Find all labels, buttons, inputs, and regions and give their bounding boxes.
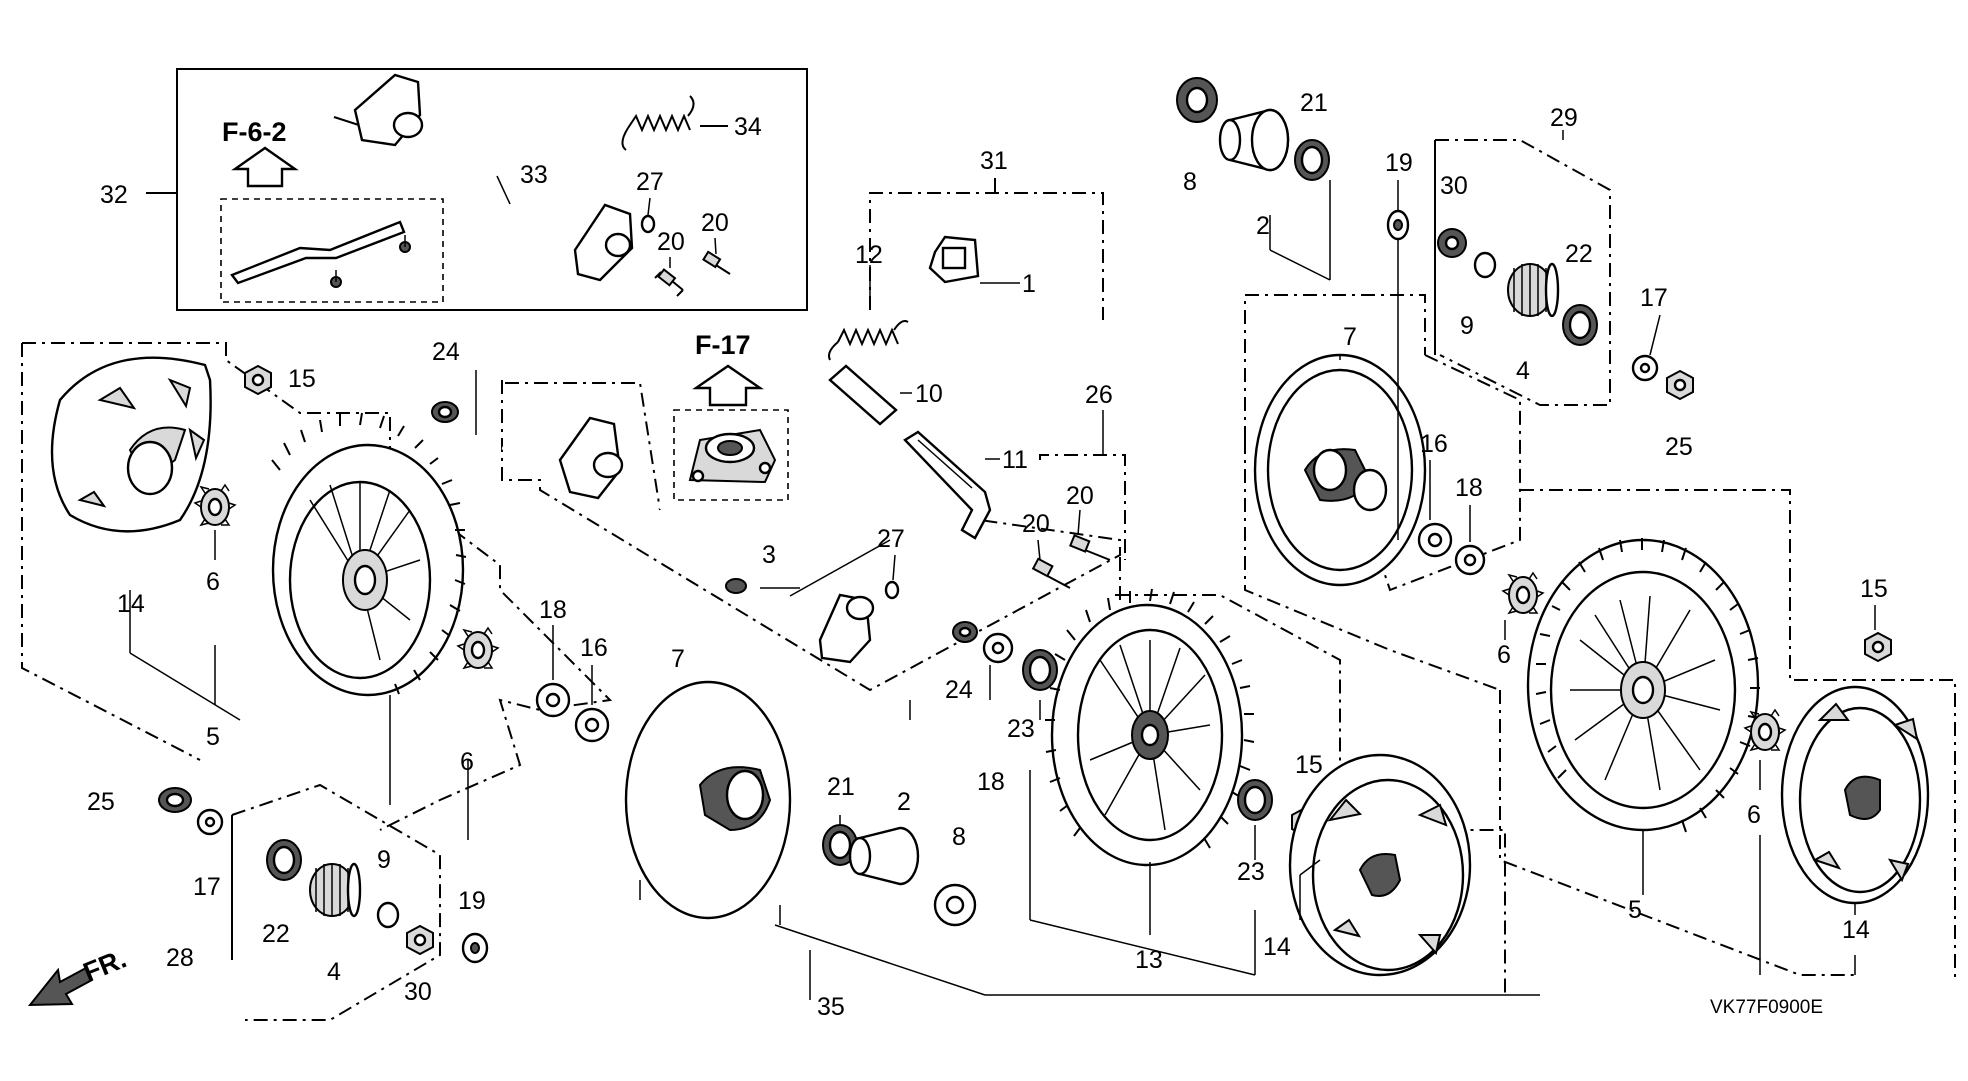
callout-20[interactable]: 20 <box>701 209 729 237</box>
assembly-box-32 <box>146 68 808 311</box>
callout-22[interactable]: 22 <box>1565 240 1593 268</box>
front-direction-arrow <box>27 966 94 1007</box>
callout-15[interactable]: 15 <box>1295 751 1323 779</box>
callout-18[interactable]: 18 <box>977 768 1005 796</box>
callout-20[interactable]: 20 <box>657 228 685 256</box>
callout-18[interactable]: 18 <box>539 596 567 624</box>
callout-11[interactable]: 11 <box>1002 446 1028 474</box>
callout-6[interactable]: 6 <box>1747 801 1761 829</box>
callout-27[interactable]: 27 <box>636 168 664 196</box>
callout-21[interactable]: 21 <box>1300 89 1328 117</box>
callout-30[interactable]: 30 <box>1440 172 1468 200</box>
callout-34[interactable]: 34 <box>734 113 762 141</box>
callout-23[interactable]: 23 <box>1237 858 1265 886</box>
callout-12[interactable]: 12 <box>855 241 883 269</box>
left-wheel-group <box>21 342 1540 1021</box>
callout-5[interactable]: 5 <box>206 723 220 751</box>
callout-29[interactable]: 29 <box>1550 104 1578 132</box>
callout-6[interactable]: 6 <box>1497 641 1511 669</box>
callout-16[interactable]: 16 <box>580 634 608 662</box>
callout-25[interactable]: 25 <box>87 788 115 816</box>
callout-24[interactable]: 24 <box>432 338 460 366</box>
reference-f-6-2[interactable]: F-6-2 <box>222 117 287 147</box>
assembly-bracket-31 <box>828 178 1104 540</box>
callout-16[interactable]: 16 <box>1420 430 1448 458</box>
right-upper-group <box>1176 77 1695 691</box>
callout-20[interactable]: 20 <box>1022 510 1050 538</box>
callout-14[interactable]: 14 <box>1263 933 1291 961</box>
callout-3[interactable]: 3 <box>762 541 776 569</box>
callout-4[interactable]: 4 <box>1516 357 1530 385</box>
callout-35[interactable]: 35 <box>817 993 845 1021</box>
callout-10[interactable]: 10 <box>915 380 943 408</box>
callout-9[interactable]: 9 <box>1460 312 1474 340</box>
callout-25[interactable]: 25 <box>1665 433 1693 461</box>
callout-17[interactable]: 17 <box>1640 284 1668 312</box>
callout-15[interactable]: 15 <box>1860 575 1888 603</box>
callout-20[interactable]: 20 <box>1066 482 1094 510</box>
callout-18[interactable]: 18 <box>1455 474 1483 502</box>
center-wheel-group <box>952 555 1506 995</box>
callout-14[interactable]: 14 <box>117 590 145 618</box>
linkage-shaft-3 <box>501 380 1121 692</box>
reference-f-17[interactable]: F-17 <box>695 330 751 360</box>
callout-8[interactable]: 8 <box>1183 168 1197 196</box>
callout-labels: 32 33 34 27 20 20 31 12 1 10 11 26 20 20… <box>87 89 1888 1021</box>
callout-14[interactable]: 14 <box>1842 916 1870 944</box>
callout-22[interactable]: 22 <box>262 920 290 948</box>
diagram-code: VK77F0900E <box>1710 997 1823 1018</box>
callout-31[interactable]: 31 <box>980 147 1008 175</box>
callout-24[interactable]: 24 <box>945 676 973 704</box>
callout-15[interactable]: 15 <box>288 365 316 393</box>
callout-4[interactable]: 4 <box>327 958 341 986</box>
callout-27[interactable]: 27 <box>877 525 905 553</box>
callout-32[interactable]: 32 <box>100 181 128 209</box>
right-wheel-group <box>1499 489 1956 980</box>
callout-21[interactable]: 21 <box>827 773 855 801</box>
callout-5[interactable]: 5 <box>1628 896 1642 924</box>
callout-9[interactable]: 9 <box>377 846 391 874</box>
reference-box-f17 <box>673 364 789 501</box>
callout-17[interactable]: 17 <box>193 873 221 901</box>
assembly-bracket-26 <box>1031 410 1126 589</box>
callout-2[interactable]: 2 <box>897 788 911 816</box>
callout-6[interactable]: 6 <box>460 748 474 776</box>
callout-28[interactable]: 28 <box>166 944 194 972</box>
callout-19[interactable]: 19 <box>1385 149 1413 177</box>
callout-19[interactable]: 19 <box>458 887 486 915</box>
callout-23[interactable]: 23 <box>1007 715 1035 743</box>
callout-1[interactable]: 1 <box>1022 270 1036 298</box>
callout-13[interactable]: 13 <box>1135 946 1163 974</box>
callout-30[interactable]: 30 <box>404 978 432 1006</box>
callout-26[interactable]: 26 <box>1085 381 1113 409</box>
callout-7[interactable]: 7 <box>671 645 685 673</box>
callout-8[interactable]: 8 <box>952 823 966 851</box>
front-label: FR. <box>79 943 131 987</box>
callout-33[interactable]: 33 <box>520 161 548 189</box>
callout-7[interactable]: 7 <box>1343 323 1357 351</box>
callout-6[interactable]: 6 <box>206 568 220 596</box>
callout-2[interactable]: 2 <box>1256 212 1270 240</box>
